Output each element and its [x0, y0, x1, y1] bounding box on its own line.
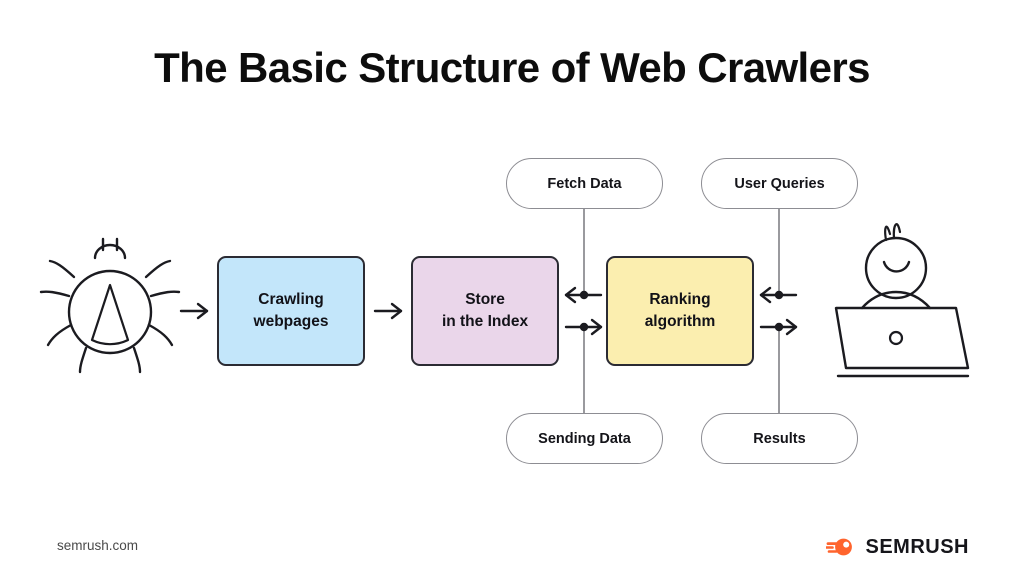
person-laptop-icon	[834, 223, 970, 378]
process-box-store: Store in the Index	[411, 256, 559, 366]
pill-label-results: Results	[701, 413, 858, 464]
box-ranking-line1: Ranking	[649, 291, 711, 308]
pill-label-fetch-data: Fetch Data	[506, 158, 663, 209]
box-store-line1: Store	[465, 291, 505, 308]
box-crawling-line1: Crawling	[258, 291, 324, 308]
pill-label-user-queries: User Queries	[701, 158, 858, 209]
box-ranking-line2: algorithm	[644, 313, 716, 330]
process-box-crawling: Crawling webpages	[217, 256, 365, 366]
arrow-crawling-to-store	[373, 302, 403, 320]
semrush-wordmark: SEMRUSH	[865, 535, 969, 558]
arrow-spider-to-crawling	[179, 302, 209, 320]
box-crawling-line2: webpages	[253, 313, 329, 330]
page-title: The Basic Structure of Web Crawlers	[154, 44, 870, 91]
arrow-user-to-ranking	[759, 286, 798, 304]
pill-label-sending-data: Sending Data	[506, 413, 663, 464]
semrush-comet-icon	[826, 538, 853, 556]
arrow-ranking-to-store	[564, 286, 603, 304]
process-box-ranking: Ranking algorithm	[606, 256, 754, 366]
arrow-ranking-to-user	[759, 318, 798, 336]
footer-source-url: semrush.com	[57, 538, 139, 553]
box-store-line2: in the Index	[441, 313, 529, 330]
arrow-store-to-ranking	[564, 318, 603, 336]
semrush-logo: SEMRUSH	[826, 534, 969, 560]
spider-icon	[39, 237, 181, 374]
